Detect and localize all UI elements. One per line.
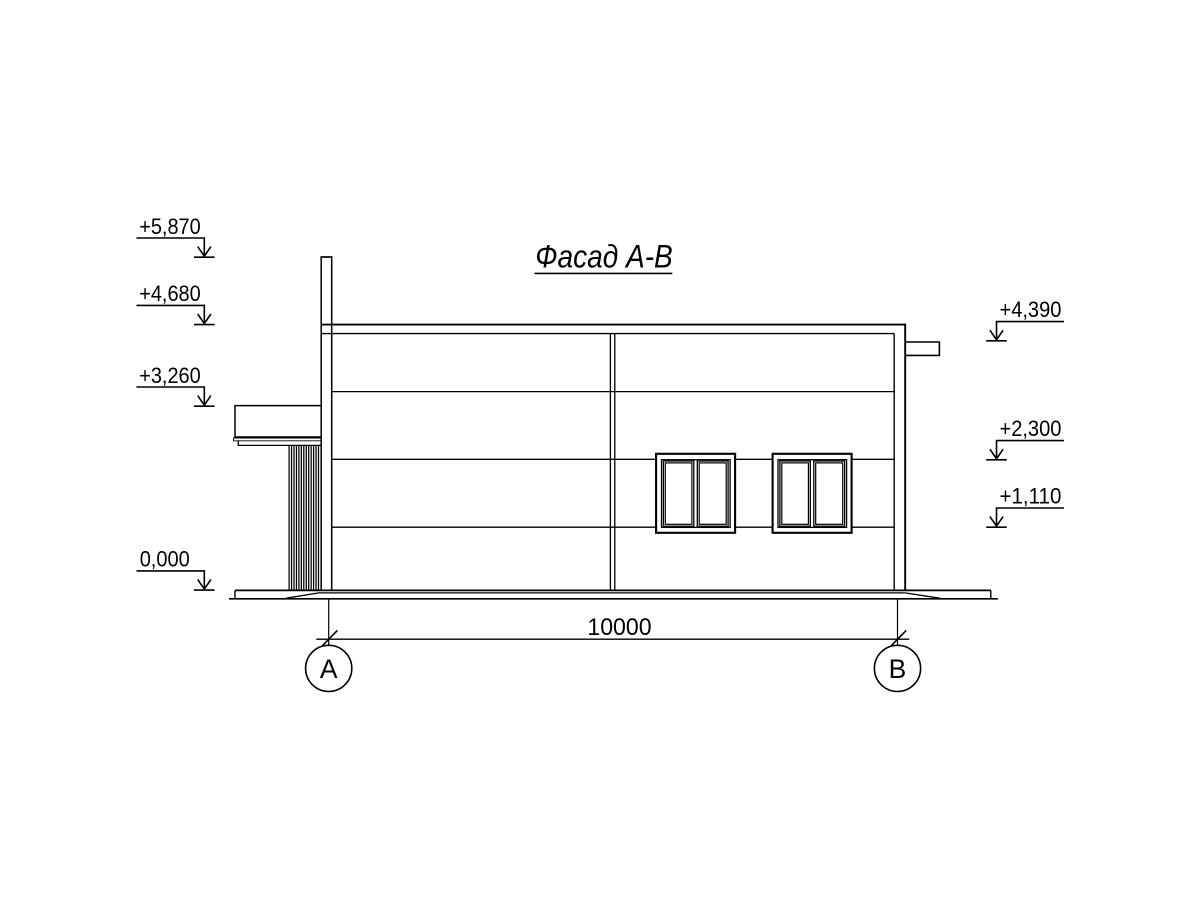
- svg-text:В: В: [889, 654, 907, 684]
- svg-text:+5,870: +5,870: [139, 214, 201, 239]
- svg-text:10000: 10000: [587, 614, 651, 641]
- svg-text:+2,300: +2,300: [1000, 416, 1062, 441]
- svg-text:+1,110: +1,110: [1000, 483, 1062, 508]
- svg-text:Фасад А-В: Фасад А-В: [535, 238, 673, 274]
- svg-text:+4,680: +4,680: [139, 281, 201, 306]
- svg-text:+3,260: +3,260: [139, 363, 201, 388]
- svg-text:0,000: 0,000: [140, 547, 190, 572]
- svg-text:А: А: [320, 654, 338, 684]
- svg-text:+4,390: +4,390: [1000, 297, 1062, 322]
